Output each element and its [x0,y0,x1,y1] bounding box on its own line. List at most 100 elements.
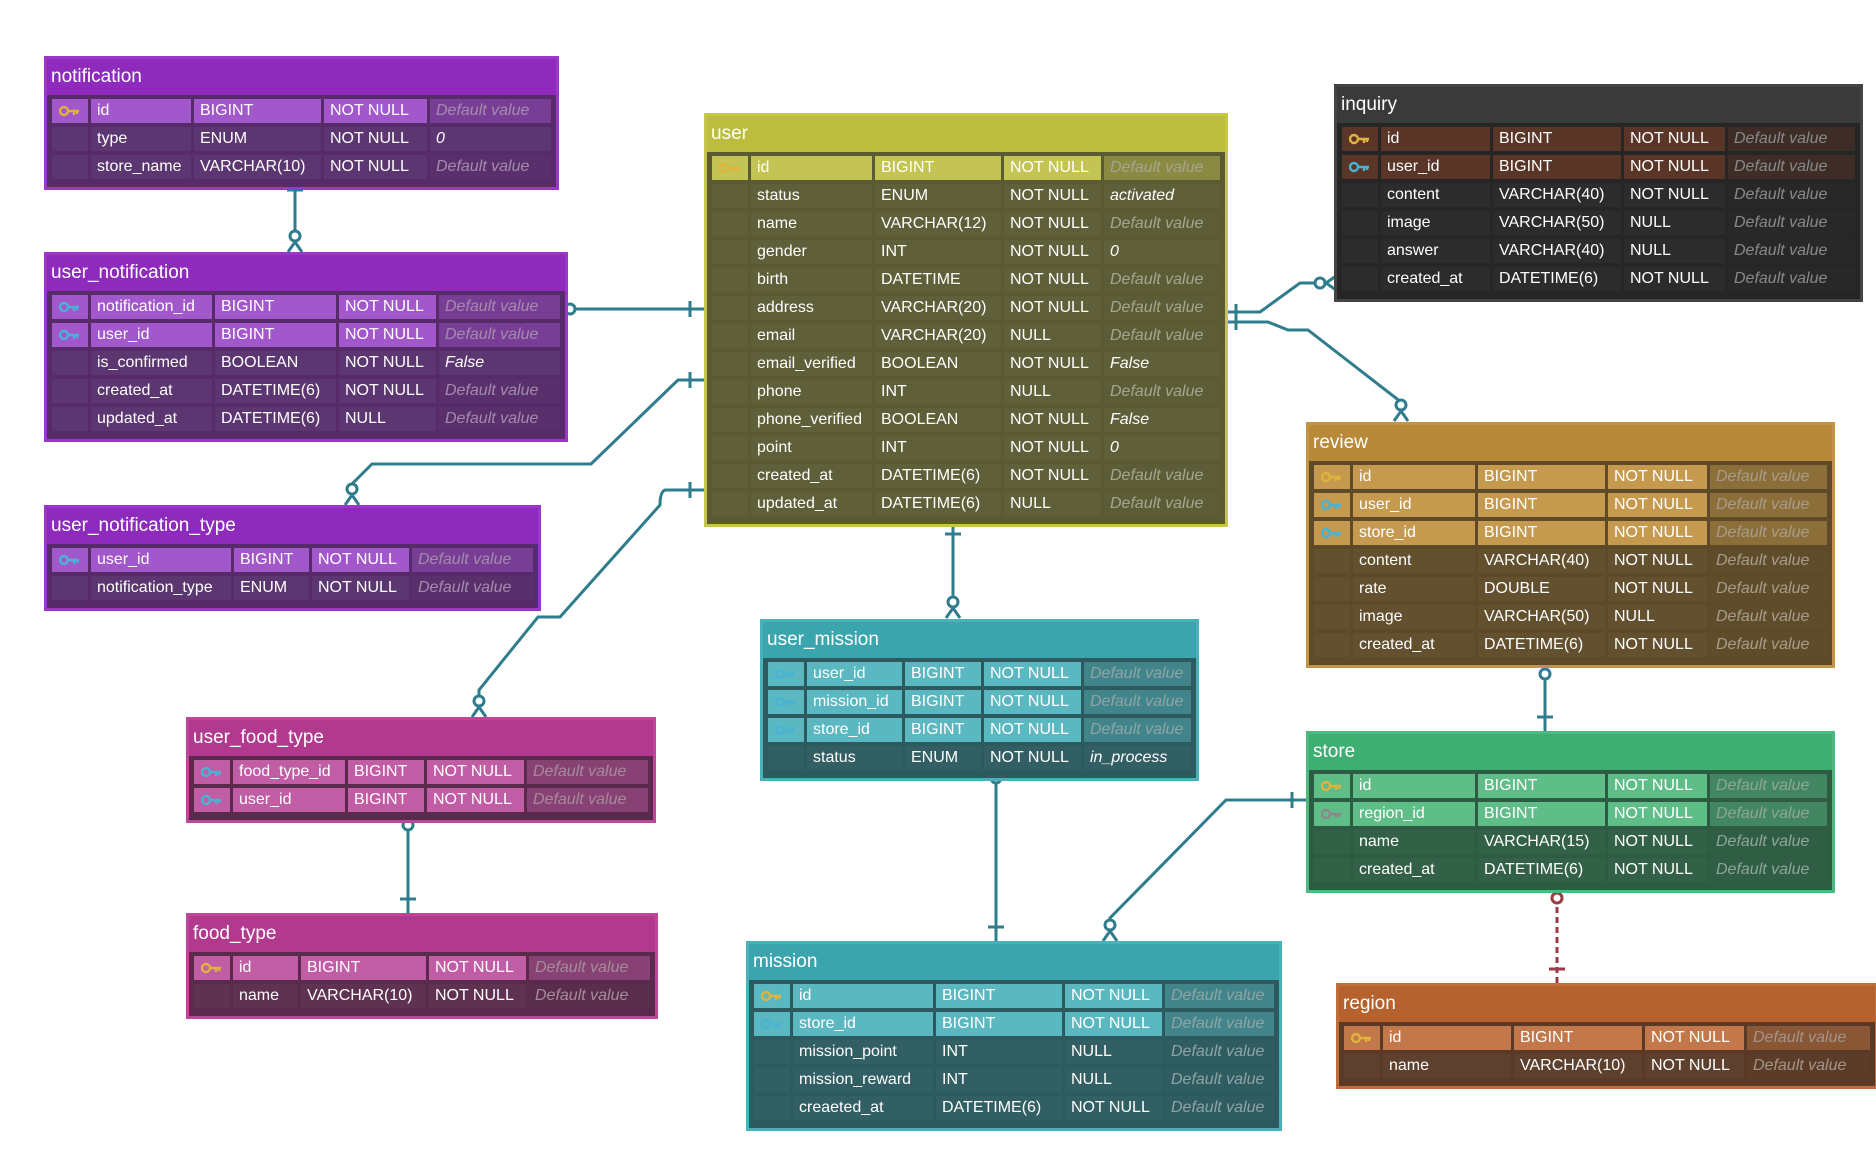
table-title[interactable]: user [707,116,1225,152]
column-default: Default value [1710,549,1827,573]
link-mission-user-mission[interactable] [987,761,1005,941]
link-user-user-food-type[interactable] [470,482,704,718]
table-title[interactable]: user_mission [763,622,1196,658]
link-store-mission[interactable] [1101,792,1306,942]
link-region-store[interactable] [1548,881,1566,983]
column-nullability: NOT NULL [1608,858,1707,882]
table-title[interactable]: mission [749,944,1279,980]
link-user-user-notification-type[interactable] [343,372,704,506]
table-title[interactable]: user_notification [47,255,565,291]
link-user-review[interactable] [1222,314,1410,422]
table-title[interactable]: food_type [189,916,655,952]
column-type: ENUM [234,576,309,600]
column-type: BIGINT [301,956,426,980]
column-name: name [1383,1054,1511,1078]
link-user-user-notification[interactable] [553,300,704,318]
link-store-review[interactable] [1536,657,1554,731]
table-title[interactable]: user_notification_type [47,508,538,544]
table-title[interactable]: notification [47,59,556,95]
link-user-user-mission[interactable] [944,520,962,619]
column-type: VARCHAR(50) [1478,605,1605,629]
link-user-inquiry[interactable] [1222,274,1337,320]
column-name: content [1353,549,1475,573]
table-title[interactable]: store [1309,734,1832,770]
column-nullability: NOT NULL [324,127,427,151]
table-title[interactable]: inquiry [1337,87,1860,123]
table-title[interactable]: region [1339,986,1875,1022]
table-title[interactable]: user_food_type [189,720,653,756]
column-type: BOOLEAN [875,352,1001,376]
link-food-type-user-food-type[interactable] [399,808,417,913]
column-nullability: NOT NULL [1608,549,1707,573]
table-title[interactable]: review [1309,425,1832,461]
